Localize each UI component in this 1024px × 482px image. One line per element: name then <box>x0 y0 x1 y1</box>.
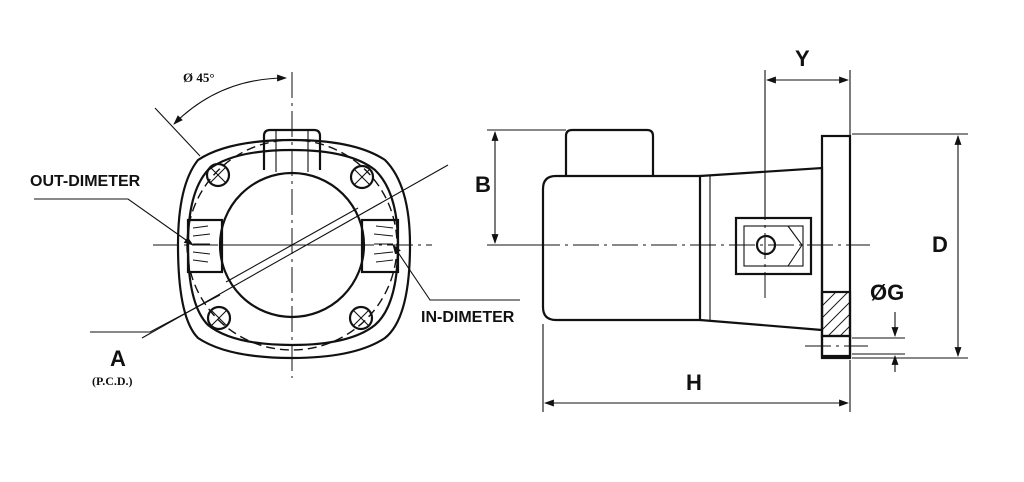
front-inner-flange <box>186 148 400 347</box>
out-dimeter-leader <box>34 198 194 246</box>
dimension-d-label: D <box>932 232 948 257</box>
out-dimeter-label: OUT-DIMETER <box>30 173 141 190</box>
dimension-g-label: ØG <box>870 280 904 305</box>
side-tapered-neck <box>699 166 824 332</box>
dimension-h-label: H <box>686 370 702 395</box>
top-port-boss <box>262 128 322 170</box>
angle-leader-line <box>154 107 201 157</box>
flange-hatch <box>821 291 851 337</box>
angle-label: Ø 45° <box>183 70 215 85</box>
side-main-body <box>541 174 702 322</box>
dimension-y-label: Y <box>795 46 810 71</box>
bolt-hole-top-right <box>349 164 375 190</box>
pcd-leader <box>90 294 221 333</box>
front-outer-body <box>176 138 412 360</box>
side-view: B Y D ØG H <box>475 46 968 412</box>
in-dimeter-leader <box>392 244 520 301</box>
dimension-a-label: A <box>110 346 126 371</box>
front-view: Ø 45° OUT-DIMETER IN-DIMETER A (P.C.D.) <box>30 70 520 388</box>
angle-arc <box>173 74 287 125</box>
shaft-circle <box>755 234 777 256</box>
out-port-boss <box>186 218 224 274</box>
pcd-label: (P.C.D.) <box>92 374 133 388</box>
dimension-b-label: B <box>475 172 491 197</box>
side-key-block <box>734 216 813 276</box>
bolt-hole-bottom-left <box>206 305 232 331</box>
bolt-hole-bottom-right <box>348 305 374 331</box>
out-port-threads <box>192 225 211 263</box>
bolt-hole-top-left <box>205 162 231 188</box>
in-dimeter-label: IN-DIMETER <box>421 309 515 326</box>
side-top-boss <box>564 128 655 176</box>
in-port-threads <box>373 225 394 263</box>
side-flange <box>820 134 852 360</box>
